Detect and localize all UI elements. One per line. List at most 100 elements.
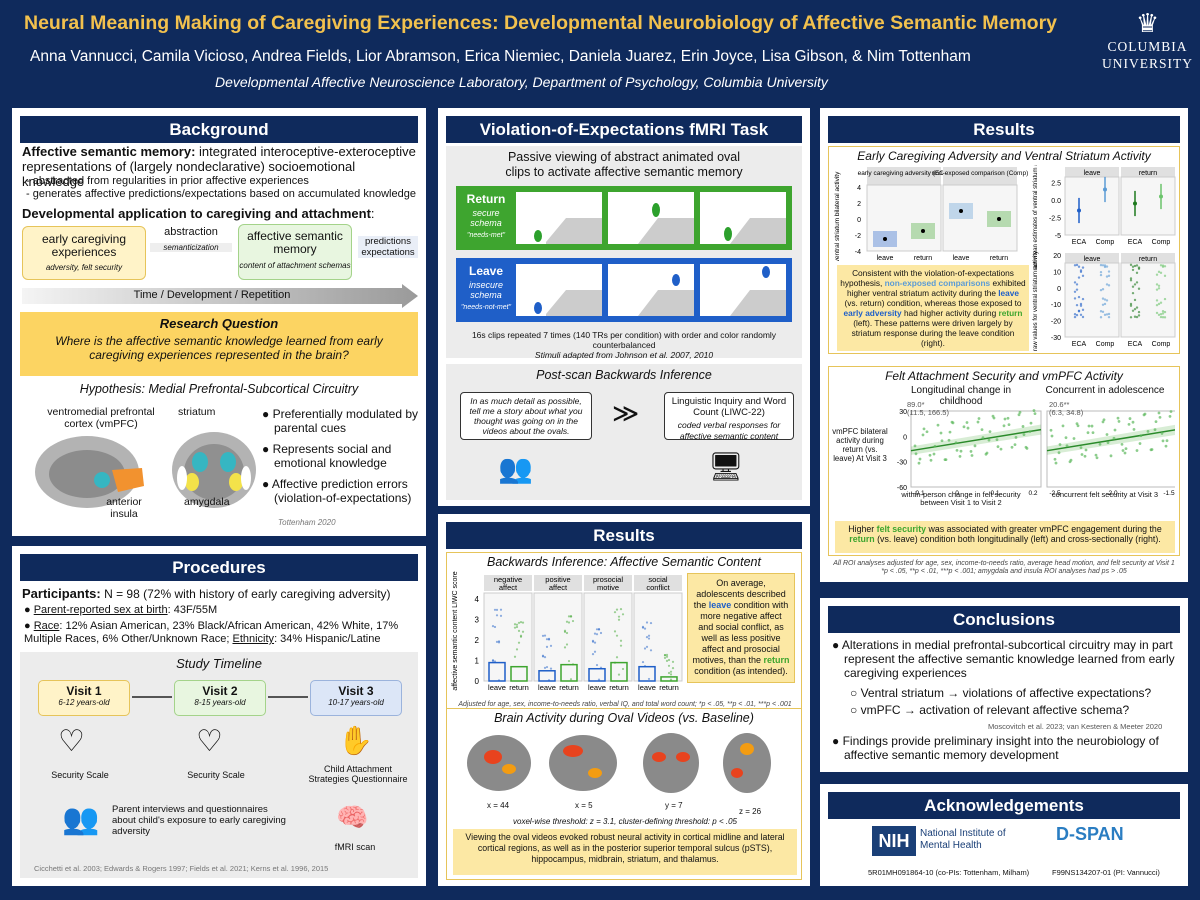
bi-facet-panel bbox=[533, 592, 583, 682]
fa-ytick: 0 bbox=[903, 434, 907, 441]
bi-ytick: 1 bbox=[475, 657, 480, 666]
raw2-xtick: Comp bbox=[1096, 341, 1115, 348]
coord-2: x = 5 bbox=[575, 801, 593, 810]
brain-sagittal-figure bbox=[35, 432, 256, 508]
raw-point bbox=[1159, 194, 1163, 199]
bi-point bbox=[641, 625, 645, 628]
raw2-point bbox=[1101, 310, 1105, 314]
fa-point bbox=[1094, 453, 1098, 457]
fa-point bbox=[1069, 458, 1073, 462]
fa-point bbox=[932, 452, 936, 456]
point-2: ● Represents social and emotional knowle… bbox=[262, 442, 392, 470]
ea-point bbox=[959, 209, 963, 213]
bi-point bbox=[595, 663, 599, 667]
bi-point bbox=[517, 621, 521, 624]
raw2-point bbox=[1107, 315, 1111, 319]
raw-xtick: ECA bbox=[1128, 239, 1143, 246]
asm-definition: Affective semantic memory: integrated in… bbox=[22, 144, 416, 189]
fa-xtick: -2.5 bbox=[1049, 490, 1061, 497]
bi-xtick: return bbox=[509, 683, 529, 692]
lab-affiliation: Developmental Affective Neuroscience Lab… bbox=[215, 74, 828, 90]
point-1: ● Preferentially modulated by parental c… bbox=[262, 407, 419, 435]
ea-ytick: 2 bbox=[857, 201, 861, 208]
fa-point bbox=[995, 438, 999, 442]
ea-facet-panel bbox=[866, 184, 942, 252]
fa-point bbox=[985, 451, 989, 455]
fa-panel bbox=[1046, 410, 1175, 488]
task-title: Violation-of-Expectations fMRI Task bbox=[446, 116, 802, 143]
bi-point bbox=[617, 618, 621, 621]
fa-point bbox=[1021, 425, 1025, 428]
fa-point bbox=[1121, 449, 1125, 452]
raw2-point bbox=[1157, 270, 1161, 274]
fa-point bbox=[1079, 446, 1083, 450]
crown-icon: ♛ bbox=[1135, 8, 1160, 38]
fa-point bbox=[954, 441, 958, 445]
interview-icon: 👥 bbox=[498, 453, 533, 484]
raw2-point bbox=[1129, 277, 1133, 280]
ea-facet-label: early caregiving adversity (ECA) bbox=[858, 170, 951, 177]
fa-point bbox=[914, 452, 918, 456]
fa-point bbox=[1014, 436, 1018, 439]
raw2-point bbox=[1157, 284, 1161, 287]
fa-point bbox=[1165, 439, 1169, 443]
raw2-point bbox=[1159, 264, 1163, 267]
raw2-point bbox=[1137, 314, 1141, 317]
fa-point bbox=[1131, 420, 1135, 424]
raw-facet-panel bbox=[1064, 176, 1120, 236]
bi-point bbox=[593, 641, 597, 644]
conclusion-sub: ○ Ventral striatum → violations of affec… bbox=[850, 686, 1152, 717]
ea-ytick: 0 bbox=[857, 217, 861, 224]
bi-point bbox=[515, 625, 519, 629]
bi-point bbox=[621, 613, 625, 616]
raw2-ytick: -10 bbox=[1051, 302, 1061, 309]
fa-point bbox=[1025, 447, 1029, 450]
race-line: ● Race: 12% Asian American, 23% Black/Af… bbox=[24, 620, 399, 645]
measure-2: Security Scale bbox=[187, 770, 245, 780]
raw2-ytick: 20 bbox=[1053, 253, 1061, 260]
fa-point bbox=[1076, 424, 1080, 428]
bi-point bbox=[519, 634, 523, 637]
raw2-point bbox=[1099, 288, 1103, 292]
bi-xtick: return bbox=[659, 683, 679, 692]
raw2-point bbox=[1081, 266, 1085, 269]
ba-note: Viewing the oval videos evoked robust ne… bbox=[453, 829, 797, 875]
fa-point bbox=[922, 427, 926, 431]
raw2-point bbox=[1159, 315, 1163, 319]
raw2-point bbox=[1163, 316, 1167, 319]
fa-point bbox=[1139, 434, 1143, 438]
fa-point bbox=[977, 417, 981, 420]
fa-point bbox=[1032, 409, 1036, 412]
ea-box: Early Caregiving Adversity and Ventral S… bbox=[828, 146, 1180, 354]
raw-facet-label: return bbox=[1139, 170, 1157, 177]
bi-xtick: leave bbox=[588, 683, 606, 692]
bi-point bbox=[649, 621, 653, 625]
raw2-point bbox=[1105, 275, 1109, 278]
nih-logo: NIH bbox=[872, 826, 916, 856]
bi-point bbox=[491, 659, 495, 662]
fa-ytick: -60 bbox=[897, 485, 907, 492]
bi-ylabel: affective semantic content LIWC score bbox=[452, 571, 459, 690]
fa-point bbox=[1018, 410, 1022, 414]
raw2-point bbox=[1103, 298, 1107, 301]
bi-point bbox=[517, 641, 521, 644]
raw2-point bbox=[1105, 313, 1109, 316]
amygdala-label: amygdala bbox=[184, 496, 230, 508]
conclusion-2: ● Findings provide preliminary insight i… bbox=[832, 734, 1159, 762]
raw2-facet-strip bbox=[1065, 253, 1119, 263]
raw2-point bbox=[1133, 283, 1137, 286]
dev-heading: Developmental application to caregiving … bbox=[22, 206, 375, 221]
bi-point bbox=[595, 633, 599, 636]
bi-point bbox=[615, 634, 619, 637]
bi-xtick: leave bbox=[638, 683, 656, 692]
raw-xtick: Comp bbox=[1096, 239, 1115, 246]
bi-ytick: 0 bbox=[475, 677, 480, 686]
arrow-2-3 bbox=[268, 696, 308, 698]
bi-point bbox=[593, 632, 597, 635]
bi-point bbox=[645, 621, 649, 624]
bi-point bbox=[671, 667, 675, 670]
fa-point bbox=[1098, 442, 1102, 446]
fa-point bbox=[1033, 412, 1037, 416]
measure-1: Security Scale bbox=[51, 770, 109, 780]
raw2-point bbox=[1131, 291, 1135, 295]
